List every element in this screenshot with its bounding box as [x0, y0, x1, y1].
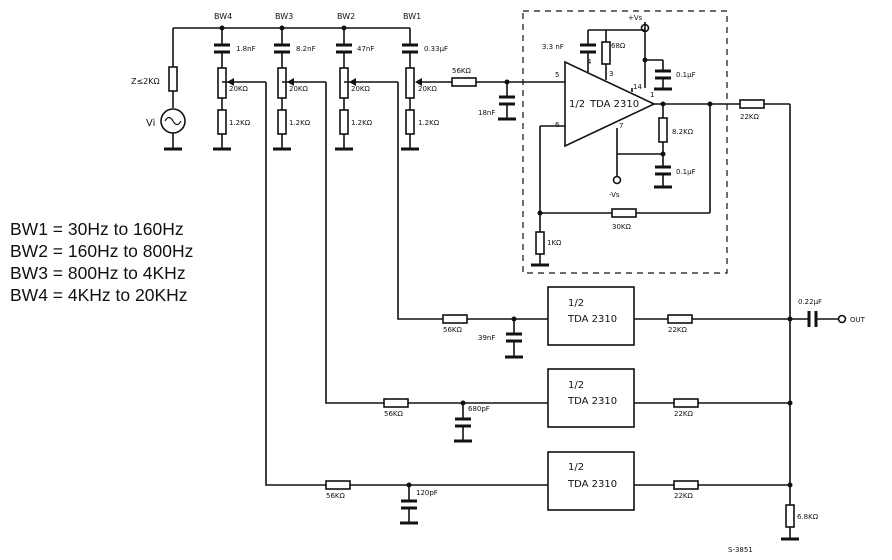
- legend-bw2: BW2 = 160Hz to 800Hz: [10, 241, 194, 261]
- out-label: OUT: [850, 316, 866, 324]
- source-impedance-label: Z≤2KΩ: [131, 77, 160, 86]
- pot-bw4-label: 20KΩ: [229, 85, 248, 93]
- pot-bw1-label: 20KΩ: [418, 85, 437, 93]
- amp3-half: 1/2: [568, 380, 584, 391]
- branch-bw4: BW4 1.8nF 20KΩ 1.2KΩ: [213, 12, 256, 151]
- input-bus: [172, 27, 410, 67]
- res-bw1-label: 1.2KΩ: [418, 119, 440, 127]
- main-output-network: -Vs 0.1μF 8.2KΩ 30KΩ 1KΩ: [531, 101, 740, 267]
- main-compensation: 3.3 nF 68Ω +Vs 0.1μF: [542, 14, 696, 92]
- pin1-label: 1: [650, 91, 654, 99]
- vs-pos-label: +Vs: [628, 14, 643, 22]
- legend-bw4: BW4 = 4KHz to 20KHz: [10, 285, 188, 305]
- main-amp-name: TDA 2310: [589, 99, 639, 110]
- output-stage: 0.22μF OUT 6.8KΩ: [781, 298, 866, 541]
- branch-bw1: BW1 0.33μF 20KΩ 1.2KΩ: [401, 12, 448, 151]
- amp2-out-res-label: 22KΩ: [668, 326, 687, 334]
- amp3-in-res-label: 56KΩ: [384, 410, 403, 418]
- amp4-in-res-label: 56KΩ: [326, 492, 345, 500]
- amp3-name: TDA 2310: [567, 396, 617, 407]
- pin7-label: 7: [619, 122, 623, 130]
- band-label-bw4: BW4: [214, 12, 232, 21]
- amp2-cap-label: 39nF: [478, 334, 495, 342]
- dec-neg-label: 0.1μF: [676, 168, 696, 176]
- amp4-cap-label: 120pF: [416, 489, 438, 497]
- amp2-path: 1/2 TDA 2310 56KΩ 39nF 22KΩ: [344, 81, 793, 359]
- amp3-out-res-label: 22KΩ: [674, 410, 693, 418]
- res-bw4-label: 1.2KΩ: [229, 119, 251, 127]
- comp-res-label: 68Ω: [611, 42, 626, 50]
- band-legend: BW1 = 30Hz to 160Hz BW2 = 160Hz to 800Hz…: [10, 218, 193, 306]
- amp3-cap-label: 680pF: [468, 405, 490, 413]
- source-input-label: Vi: [146, 118, 155, 129]
- pot-bw2-label: 20KΩ: [351, 85, 370, 93]
- pin6-label: 6: [555, 121, 560, 129]
- band-label-bw1: BW1: [403, 12, 421, 21]
- legend-bw1: BW1 = 30Hz to 160Hz: [10, 219, 184, 239]
- main-mix-res-label: 22KΩ: [740, 113, 759, 121]
- amp2-name: TDA 2310: [567, 314, 617, 325]
- pin3-label: 3: [609, 70, 613, 78]
- amp2-in-res-label: 56KΩ: [443, 326, 462, 334]
- cap-bw3-label: 8.2nF: [296, 45, 316, 53]
- band-label-bw2: BW2: [337, 12, 355, 21]
- amp4-path: 1/2 TDA 2310 56KΩ 120pF 22KΩ: [222, 81, 793, 525]
- out-res-label: 8.2KΩ: [672, 128, 694, 136]
- main-in-res-label: 56KΩ: [452, 67, 471, 75]
- figure-code: S-3851: [728, 546, 753, 554]
- pin14-label: 14: [633, 83, 642, 91]
- main-opamp: 1/2 TDA 2310 5 6 4 3 14 1 7: [555, 58, 656, 148]
- res-bw3-label: 1.2KΩ: [289, 119, 311, 127]
- amp4-out-res-label: 22KΩ: [674, 492, 693, 500]
- main-mix-resistor: 22KΩ: [739, 99, 791, 505]
- band-label-bw3: BW3: [275, 12, 293, 21]
- main-in-cap-label: 18nF: [478, 109, 495, 117]
- cap-bw4-label: 1.8nF: [236, 45, 256, 53]
- branch-bw2: BW2 47nF 20KΩ 1.2KΩ: [335, 12, 374, 151]
- amp4-half: 1/2: [568, 462, 584, 473]
- amp3-path: 1/2 TDA 2310 56KΩ 680pF 22KΩ: [282, 81, 793, 443]
- fb-gnd-res-label: 1KΩ: [547, 239, 562, 247]
- cap-bw2-label: 47nF: [357, 45, 374, 53]
- fb-res-label: 30KΩ: [612, 223, 631, 231]
- cap-bw1-label: 0.33μF: [424, 45, 448, 53]
- amp4-name: TDA 2310: [567, 479, 617, 490]
- out-cap-label: 0.22μF: [798, 298, 822, 306]
- pot-bw3-label: 20KΩ: [289, 85, 308, 93]
- main-amp-input-network: 56KΩ 18nF: [422, 67, 565, 121]
- branch-bw3: BW3 8.2nF 20KΩ 1.2KΩ: [273, 12, 316, 151]
- vs-neg-label: -Vs: [609, 191, 620, 199]
- pin4-label: 4: [587, 58, 592, 66]
- dec-pos-label: 0.1μF: [676, 71, 696, 79]
- main-amp-boundary: [522, 10, 728, 274]
- main-amp-half: 1/2: [569, 99, 585, 110]
- res-bw2-label: 1.2KΩ: [351, 119, 373, 127]
- signal-source: Z≤2KΩ Vi: [131, 66, 186, 151]
- pin5-label: 5: [555, 71, 559, 79]
- amp2-half: 1/2: [568, 298, 584, 309]
- comp-cap-label: 3.3 nF: [542, 43, 564, 51]
- legend-bw3: BW3 = 800Hz to 4KHz: [10, 263, 186, 283]
- load-res-label: 6.8KΩ: [797, 513, 819, 521]
